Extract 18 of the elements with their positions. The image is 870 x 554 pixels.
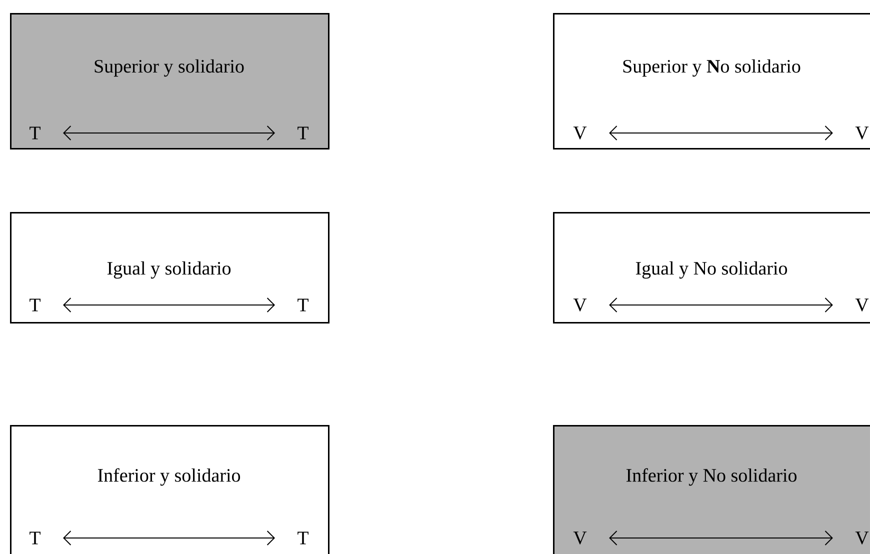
end-letter: T <box>30 298 40 312</box>
end-letter: V <box>855 532 869 544</box>
end-letter: V <box>573 126 587 140</box>
end-letter: T <box>30 126 40 140</box>
end-letter: T <box>298 532 308 544</box>
double-arrow <box>609 126 833 140</box>
double-arrow <box>63 530 275 546</box>
double-arrow <box>63 126 275 140</box>
end-letter: V <box>855 298 869 312</box>
end-letter: T <box>298 298 308 312</box>
end-letter: T <box>298 126 308 140</box>
double-arrow <box>609 298 833 312</box>
end-letter: T <box>30 532 40 544</box>
end-letter: V <box>855 126 869 140</box>
double-arrow <box>609 530 833 546</box>
end-letter: V <box>573 532 587 544</box>
double-arrow <box>63 298 275 312</box>
end-letter: V <box>573 298 587 312</box>
